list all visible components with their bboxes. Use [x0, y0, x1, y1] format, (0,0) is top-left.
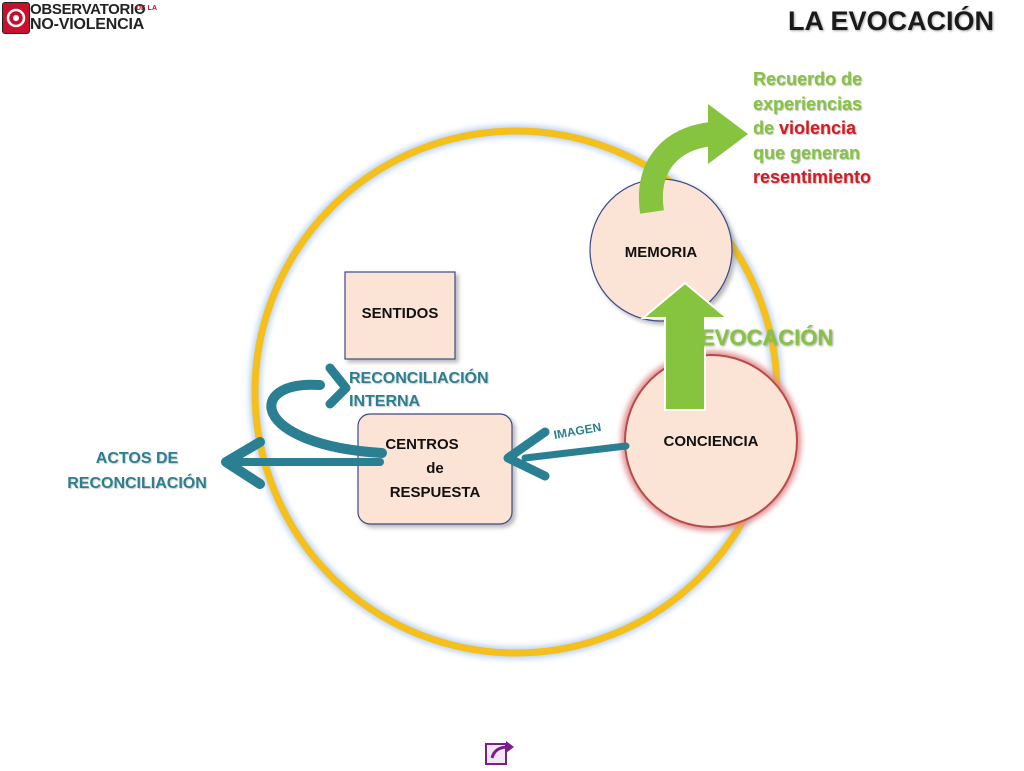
actos-arrow-head: [221, 437, 265, 489]
share-edit-button[interactable]: [484, 738, 516, 766]
reconciliacion-curved-arrow: [266, 379, 387, 458]
recuerdo-line3: de violencia: [753, 116, 871, 141]
observatorio-logo: OBSERVATORIO DE LA NO-VIOLENCIA: [2, 1, 162, 34]
recuerdo-text: Recuerdo de experiencias de violencia qu…: [753, 67, 871, 190]
recuerdo-line1: Recuerdo de: [753, 69, 863, 89]
memoria-label: MEMORIA: [624, 244, 698, 261]
reconciliacion-arrow-head: [325, 363, 351, 409]
recuerdo-violencia-highlight: violencia: [779, 118, 857, 138]
share-edit-icon: [485, 741, 514, 765]
centros-label-line3: RESPUESTA: [389, 484, 481, 501]
page-title: LA EVOCACIÓN: [787, 6, 994, 36]
recuerdo-curved-arrow: [638, 122, 714, 214]
recuerdo-line2: experiencias: [753, 93, 863, 114]
recuerdo-line3-prefix: de: [753, 118, 780, 138]
actos-label-line1: ACTOS DE: [95, 450, 179, 467]
logo-text-de-la: DE LA: [136, 5, 157, 12]
evocacion-label: EVOCACIÓN: [700, 325, 834, 350]
reconciliacion-interna-line2: INTERNA: [349, 393, 421, 410]
evocacion-arrow: [640, 281, 730, 411]
logo-badge-icon: [2, 2, 30, 34]
conciencia-label: CONCIENCIA: [663, 433, 759, 450]
imagen-arrow-shaft: [521, 442, 630, 462]
centros-label-line2: de: [426, 460, 444, 477]
recuerdo-line4: que generan: [753, 142, 861, 163]
centros-label-line1: CENTROS: [385, 436, 459, 453]
centros-node-shape: [357, 413, 513, 525]
imagen-arrow-head: [503, 427, 550, 481]
recuerdo-arrow-head: [708, 104, 748, 164]
sentidos-label: SENTIDOS: [361, 305, 439, 322]
logo-text-no-violencia: NO-VIOLENCIA: [30, 16, 145, 33]
reconciliacion-interna-line1: RECONCILIACIÓN: [349, 370, 489, 387]
actos-label-line2: RECONCILIACIÓN: [67, 475, 207, 492]
logo-text-observatorio: OBSERVATORIO: [30, 1, 146, 18]
recuerdo-line5: resentimiento: [753, 167, 872, 187]
sentidos-node-shape: [344, 271, 456, 360]
